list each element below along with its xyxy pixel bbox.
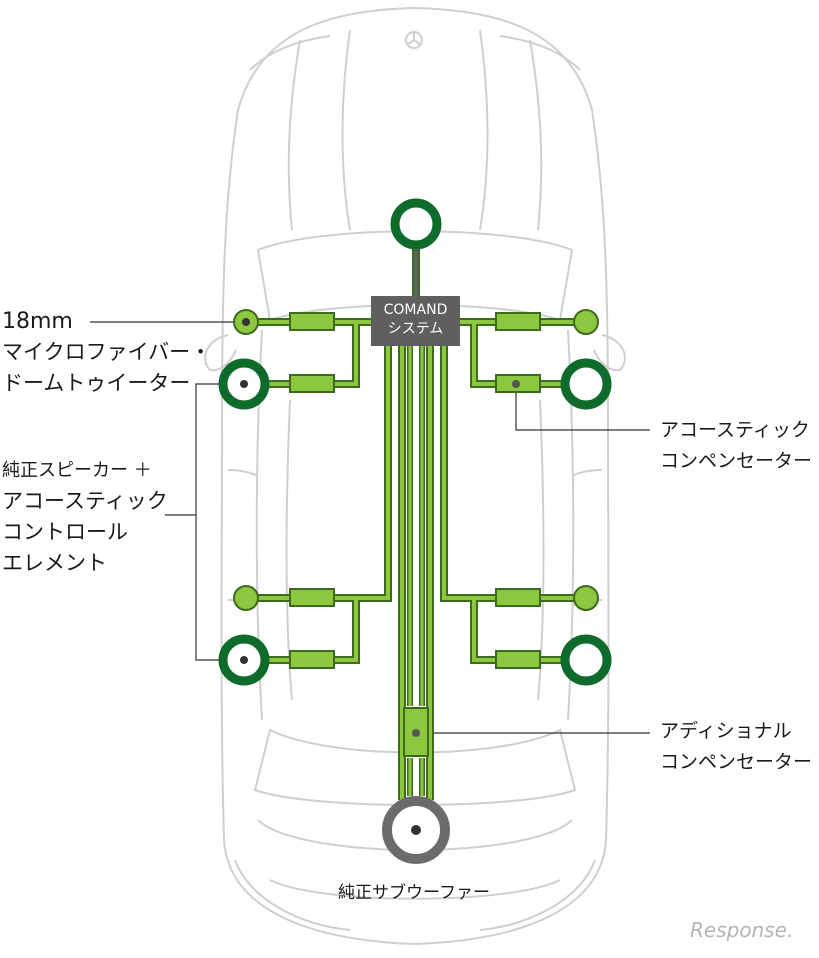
- tweeters: [233, 309, 599, 611]
- tweeter-rear-left: [233, 585, 259, 611]
- filter-front-left-speaker: [289, 374, 335, 393]
- label-tweeter-line-3: ドームトゥイーター: [2, 371, 191, 395]
- additional-compensator-box: [403, 707, 429, 757]
- filter-rear-left-tweeter: [289, 588, 335, 607]
- filter-rear-right-tweeter: [495, 588, 541, 607]
- comand-system-box: COMAND システム: [371, 296, 460, 346]
- filter-front-left-tweeter: [289, 312, 335, 331]
- label-subwoofer: 純正サブウーファー: [338, 883, 490, 903]
- filter-rear-right-speaker: [495, 650, 541, 669]
- filter-rear-left-speaker: [289, 650, 335, 669]
- label-speaker-line-1: 純正スピーカー ＋: [2, 460, 152, 481]
- label-additional-line-2: コンペンセーター: [660, 751, 813, 773]
- label-acoustic-compensator: アコースティック コンペンセーター: [660, 415, 812, 477]
- label-additional-compensator: アディショナル コンペンセーター: [660, 716, 812, 778]
- speaker-rear-right: [560, 634, 612, 686]
- leader-speaker-bracket: [195, 383, 240, 661]
- leader-acoustic-comp: [515, 384, 650, 431]
- label-speaker: 純正スピーカー ＋ アコースティック コントロール エレメント: [2, 455, 168, 579]
- label-tweeter-line-2: マイクロファイバー・: [2, 340, 212, 364]
- label-speaker-line-4: エレメント: [2, 551, 107, 575]
- tweeter-rear-right: [573, 585, 599, 611]
- tweeter-front-right: [573, 309, 599, 335]
- filter-front-right-tweeter: [495, 312, 541, 331]
- comand-line-2: システム: [387, 321, 444, 337]
- woofers: [218, 358, 612, 686]
- label-tweeter-line-1: 18mm: [2, 309, 73, 334]
- leader-lines: [90, 321, 650, 734]
- response-logo: Response.: [690, 918, 794, 942]
- component-dots: [412, 380, 520, 737]
- inline-components: [289, 312, 541, 757]
- comand-line-1: COMAND: [383, 302, 448, 318]
- label-speaker-line-2: アコースティック: [2, 489, 168, 513]
- label-tweeter: 18mm マイクロファイバー・ ドームトゥイーター: [2, 306, 211, 399]
- label-speaker-line-3: コントロール: [2, 520, 128, 544]
- label-additional-line-1: アディショナル: [660, 720, 792, 742]
- speaker-front-right: [560, 358, 612, 410]
- label-acoustic-line-2: コンペンセーター: [660, 450, 813, 472]
- label-acoustic-line-1: アコースティック: [660, 419, 810, 441]
- center-speaker: [390, 198, 442, 250]
